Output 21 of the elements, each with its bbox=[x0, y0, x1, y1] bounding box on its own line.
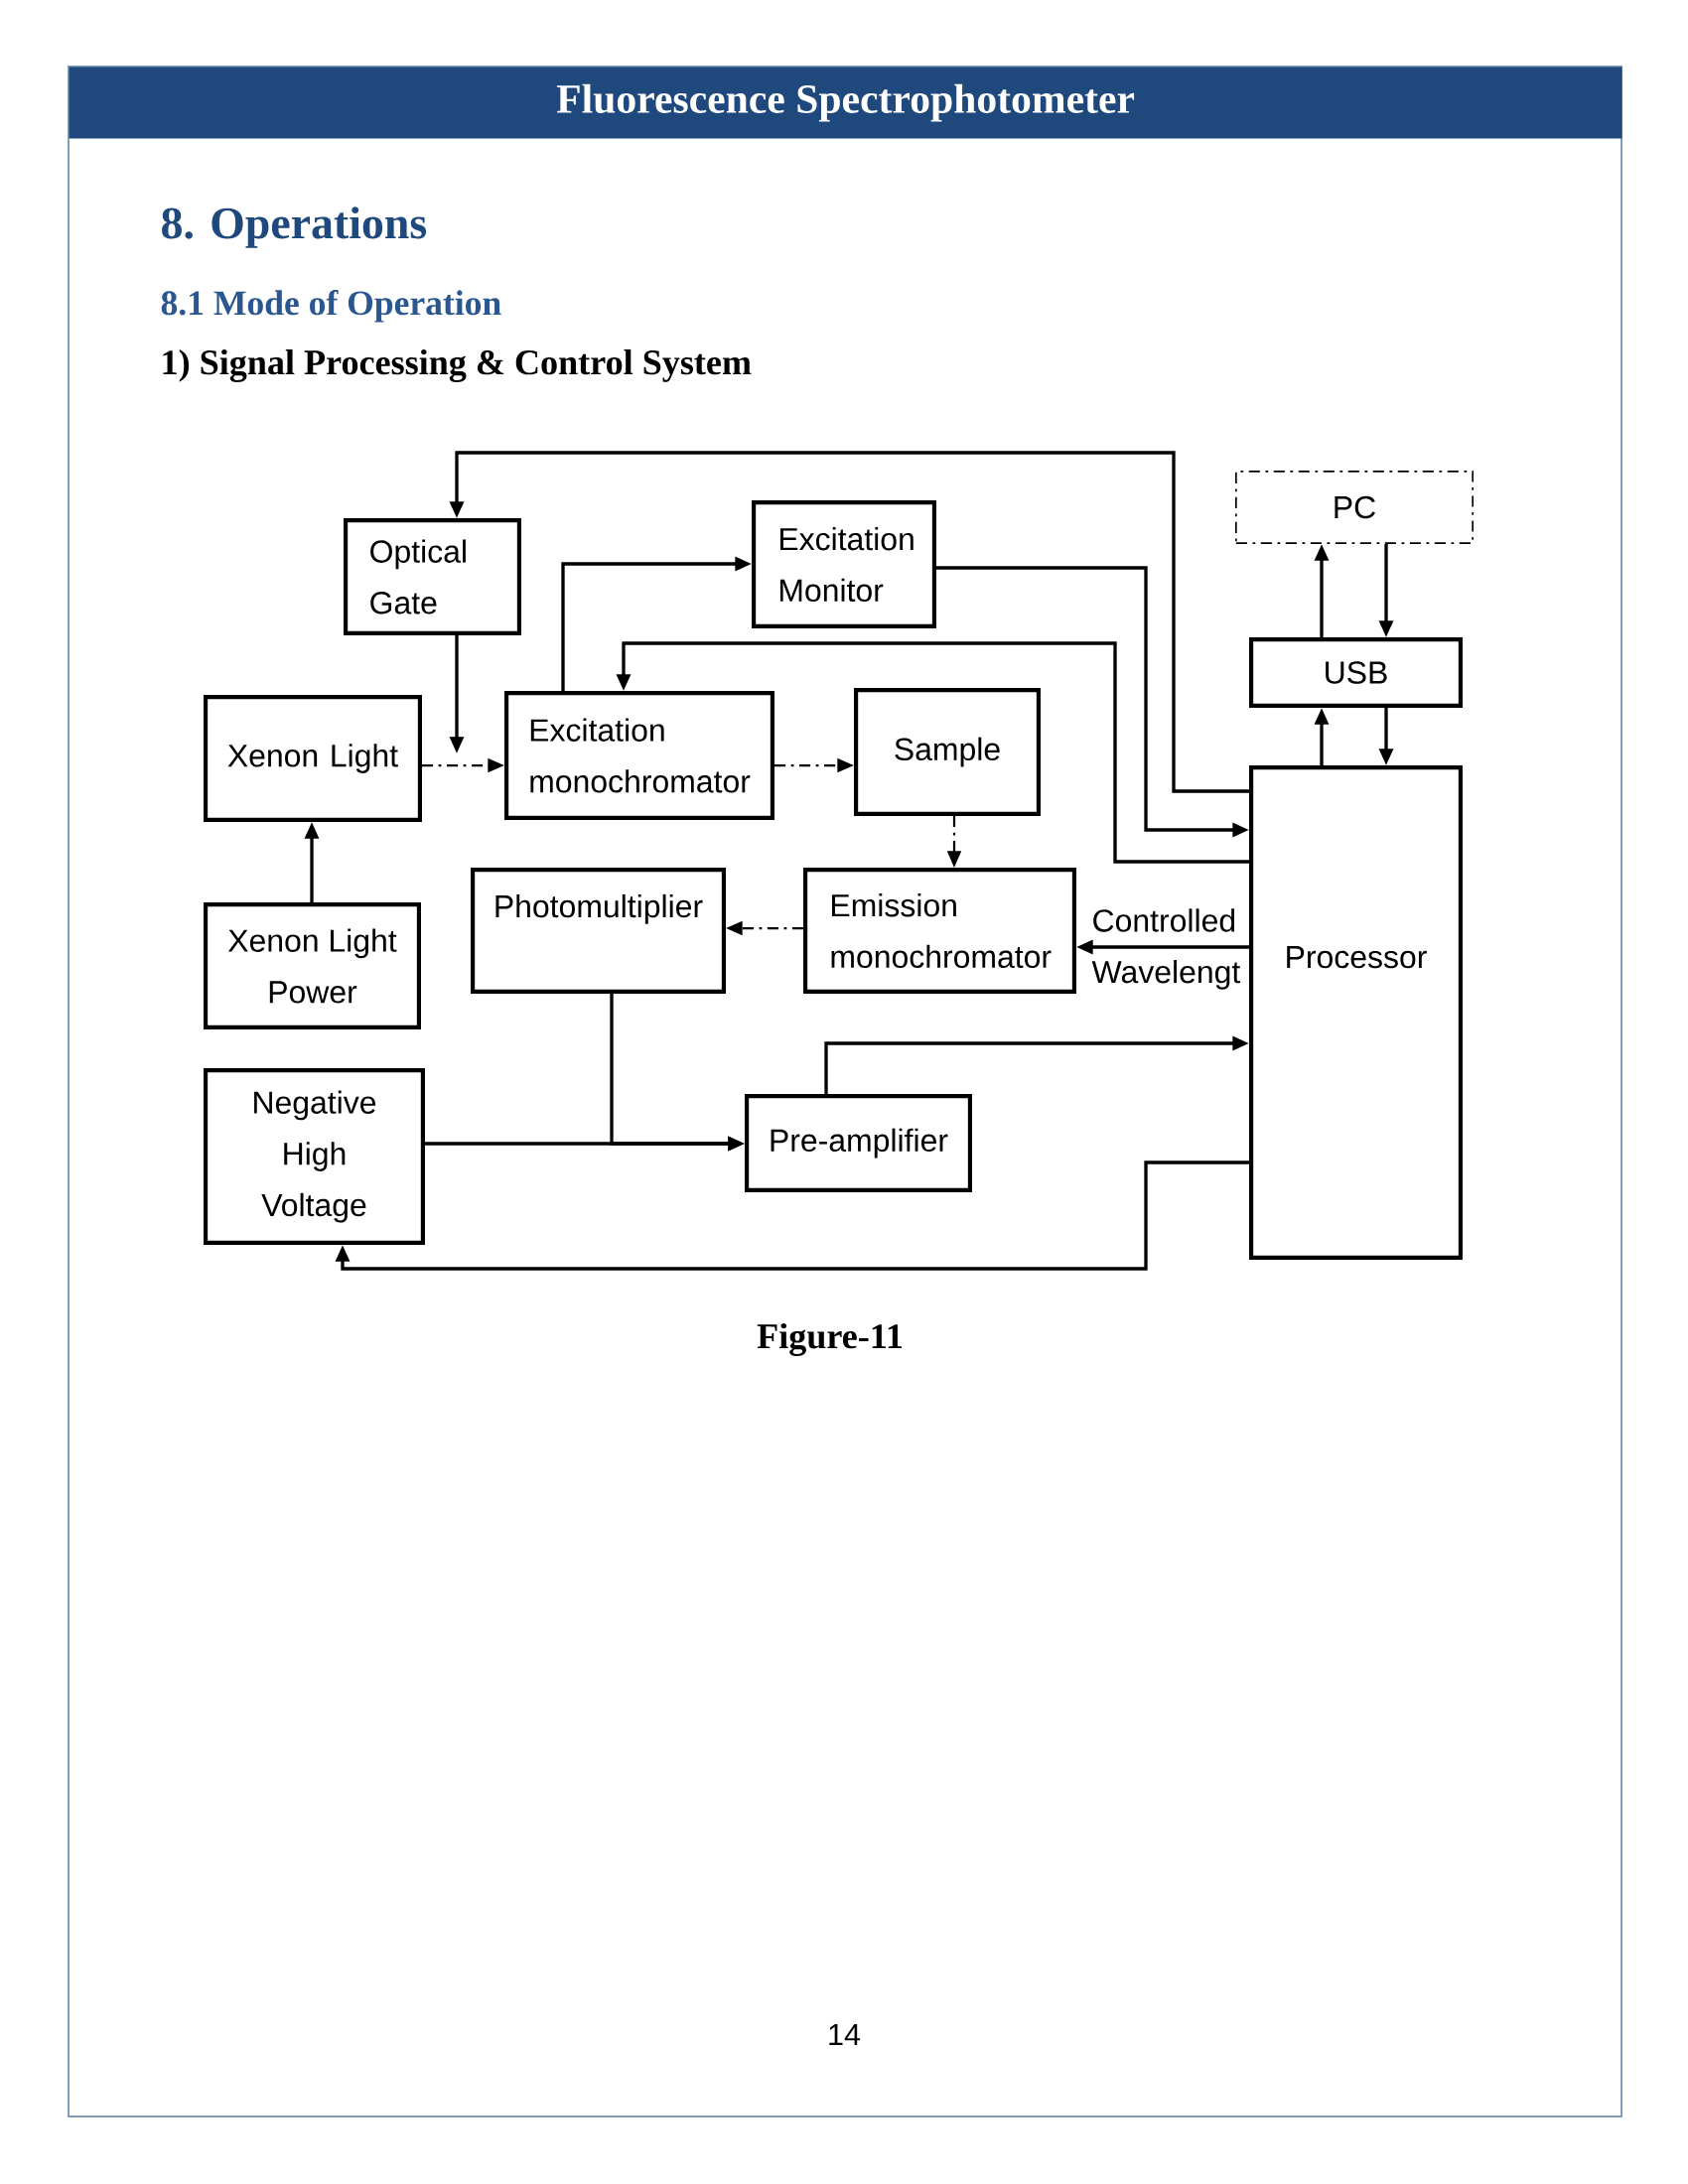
figure-caption: Figure-11 bbox=[757, 1322, 903, 1356]
edge-label: Controlled Wavelengt bbox=[1091, 908, 1241, 990]
block-box: Processor bbox=[1249, 765, 1463, 1260]
arrow bbox=[335, 1160, 1249, 1271]
block-box: Optical Gate bbox=[344, 518, 521, 635]
block-box: Excitation monochromator bbox=[504, 691, 774, 820]
page-number: 14 bbox=[829, 2024, 861, 2045]
block-box: Sample bbox=[854, 688, 1041, 816]
header-band: Fluorescence Spectrophotometer bbox=[69, 67, 1622, 139]
block-box: Excitation Monitor bbox=[752, 500, 936, 628]
block-box: Negative High Voltage bbox=[204, 1068, 425, 1245]
block-box: Xenon Light bbox=[204, 695, 422, 822]
block-box: Xenon Light Power bbox=[204, 902, 421, 1029]
section-heading: 8. Operations bbox=[162, 206, 427, 248]
block-box: Photomultiplier bbox=[471, 868, 726, 994]
subsection-heading: 8.1 Mode of Operation bbox=[161, 289, 501, 323]
dashed-box: PC bbox=[1235, 471, 1474, 544]
block-box: USB bbox=[1249, 637, 1463, 708]
diagram-title: 1) Signal Processing & Control System bbox=[163, 348, 752, 382]
block-box: Emission monochromator bbox=[803, 868, 1076, 994]
block-box: Pre-amplifier bbox=[745, 1094, 972, 1193]
